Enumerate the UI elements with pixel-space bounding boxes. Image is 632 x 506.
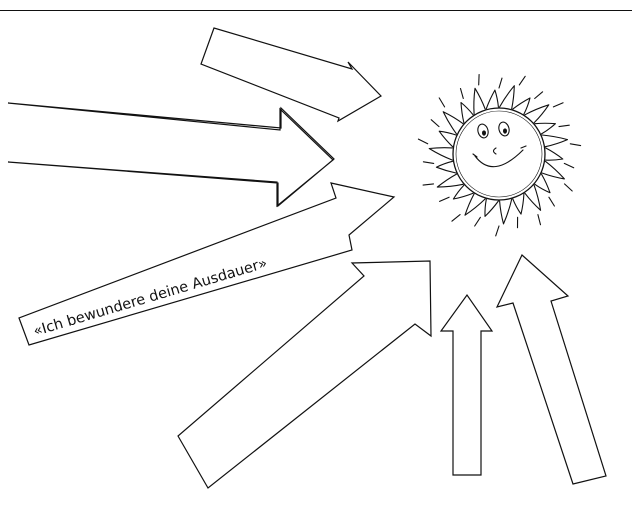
arrow-top	[201, 28, 381, 121]
sun-ray-stroke	[499, 78, 502, 88]
arrow-vertical	[441, 295, 492, 475]
sun-ray	[500, 86, 515, 109]
sun-ray	[542, 161, 564, 179]
arrow-left-upper	[8, 103, 334, 206]
sun-ray-stroke	[549, 197, 555, 206]
sun-ray-stroke	[559, 125, 569, 126]
sun-ray-stroke	[565, 184, 573, 191]
sun-ray-stroke	[538, 215, 541, 225]
sun-ray	[542, 135, 568, 147]
sun-ray-stroke	[461, 89, 464, 99]
sun-ray-stroke	[452, 215, 460, 222]
sun-ray-stroke	[496, 226, 499, 236]
sun-ray-stroke	[570, 144, 580, 146]
sun-ray-stroke	[535, 92, 543, 99]
sun-ray	[436, 161, 456, 173]
sun-ray-stroke	[475, 217, 481, 226]
sun-ray-stroke	[553, 103, 563, 107]
sun-ray	[486, 90, 498, 109]
arrow-bottom-diagonal	[178, 261, 431, 488]
sun-ray-stroke	[439, 98, 444, 107]
sun-ray-stroke	[564, 163, 573, 167]
sun-ray	[485, 199, 498, 216]
sun-ray-stroke	[423, 184, 433, 185]
sun-ray-stroke	[418, 139, 427, 144]
sun-ray-stroke	[440, 197, 450, 201]
arrow-right-tall	[497, 255, 606, 484]
sun-ray-stroke	[431, 120, 439, 127]
sun-ray-stroke	[423, 162, 433, 164]
sun-ray	[546, 148, 563, 160]
smiling-sun-icon	[418, 75, 580, 236]
sun-ray	[429, 148, 452, 160]
sun-ray-stroke	[519, 76, 525, 85]
sun-ray	[500, 199, 512, 224]
